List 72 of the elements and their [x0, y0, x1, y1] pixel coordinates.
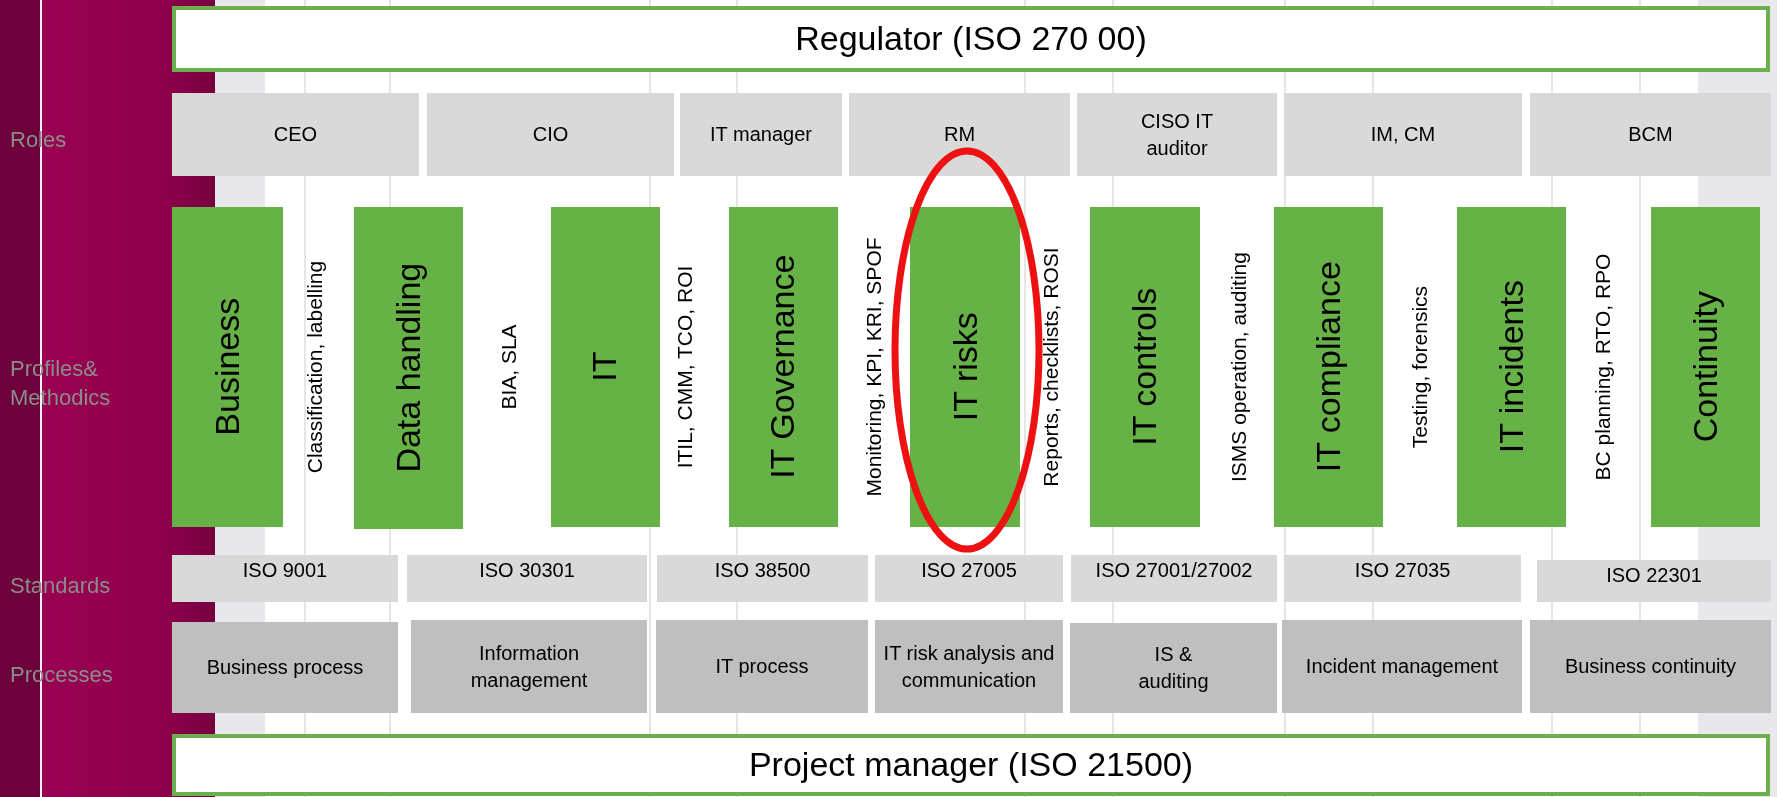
node-text: IT compliance: [1309, 261, 1348, 473]
stakeholder-bar: [172, 6, 1770, 72]
node-text: ISO 27005: [921, 558, 1017, 583]
node-text: ISO 38500: [714, 558, 811, 583]
role-box: [172, 93, 419, 176]
node-text: IT risks: [946, 312, 984, 422]
node-text: Incident management: [1305, 654, 1499, 679]
method-text: ITIL, CMM, TCO, ROI: [672, 264, 697, 471]
node-text: ISO 22301: [1606, 563, 1702, 588]
standard-box: [172, 555, 398, 602]
node-text: BCM: [1628, 122, 1673, 147]
node-text: ISO 27001/27002: [1095, 558, 1253, 583]
profile-column: [1651, 207, 1760, 527]
node-text: ISO 30301: [479, 558, 575, 583]
node-text: ISO 27035: [1354, 558, 1451, 583]
standard-box: [1537, 560, 1771, 602]
method-text: BIA, SLA: [496, 323, 521, 412]
standard-box: [1071, 555, 1277, 602]
profile-column: [729, 207, 838, 527]
node-text: CIO: [532, 122, 569, 147]
node-text: Business: [208, 298, 247, 436]
node-text: IS & auditing: [1137, 642, 1210, 694]
node-text: Continuity: [1686, 291, 1725, 443]
standard-box: [657, 555, 868, 602]
method-text: Testing, forensics: [1407, 284, 1432, 451]
profile-column: [1457, 207, 1566, 527]
profile-column: [1090, 207, 1200, 527]
node-text: IT manager: [710, 122, 812, 147]
node-text: IT Governance: [764, 254, 803, 480]
node-text: IT risk analysis and communication: [882, 640, 1056, 693]
node-text: Data handling: [389, 263, 428, 473]
role-box: [1284, 93, 1522, 176]
node-text: CISO IT auditor: [1139, 108, 1215, 161]
profile-column: [172, 207, 283, 527]
node-text: RM: [943, 122, 976, 147]
process-box: [875, 620, 1063, 713]
standard-box: [1284, 555, 1521, 602]
process-box: [172, 622, 398, 713]
standard-box: [407, 555, 647, 602]
node-text: IT: [586, 351, 625, 383]
node-text: Business process: [206, 655, 364, 680]
method-text: ISMS operation, auditing: [1226, 251, 1251, 484]
standard-box: [875, 555, 1063, 602]
method-text: Classification, labelling: [302, 259, 327, 476]
method-text: Monitoring, KPI, KRI, SPOF: [861, 236, 886, 499]
node-text: Regulator (ISO 270 00): [795, 20, 1147, 58]
profile-column: [910, 207, 1020, 527]
node-text: ISO 9001: [242, 558, 328, 583]
profile-column: [354, 207, 463, 529]
node-text: IT controls: [1126, 287, 1164, 447]
process-box: [1530, 620, 1771, 713]
node-text: Business continuity: [1564, 654, 1737, 679]
role-box: [427, 93, 674, 176]
role-box: [680, 93, 842, 176]
process-box: [1070, 623, 1277, 713]
process-box: [1282, 620, 1522, 713]
role-box: [849, 93, 1070, 176]
process-box: [656, 620, 868, 713]
node-text: IT process: [715, 654, 809, 679]
node-text: IT incidents: [1492, 280, 1531, 454]
role-box: [1530, 93, 1771, 176]
stakeholder-bar: [172, 734, 1770, 796]
node-text: CEO: [273, 122, 318, 147]
node-text: IM, CM: [1370, 122, 1436, 147]
process-box: [411, 620, 647, 713]
profile-column: [551, 207, 660, 527]
role-box: [1077, 93, 1277, 176]
method-text: Reports, checklists, ROSI: [1038, 246, 1063, 489]
node-text: Project manager (ISO 21500): [748, 746, 1194, 784]
node-text: Information management: [469, 640, 589, 693]
profile-column: [1274, 207, 1383, 527]
method-text: BC planning, RTO, RPO: [1590, 252, 1615, 483]
